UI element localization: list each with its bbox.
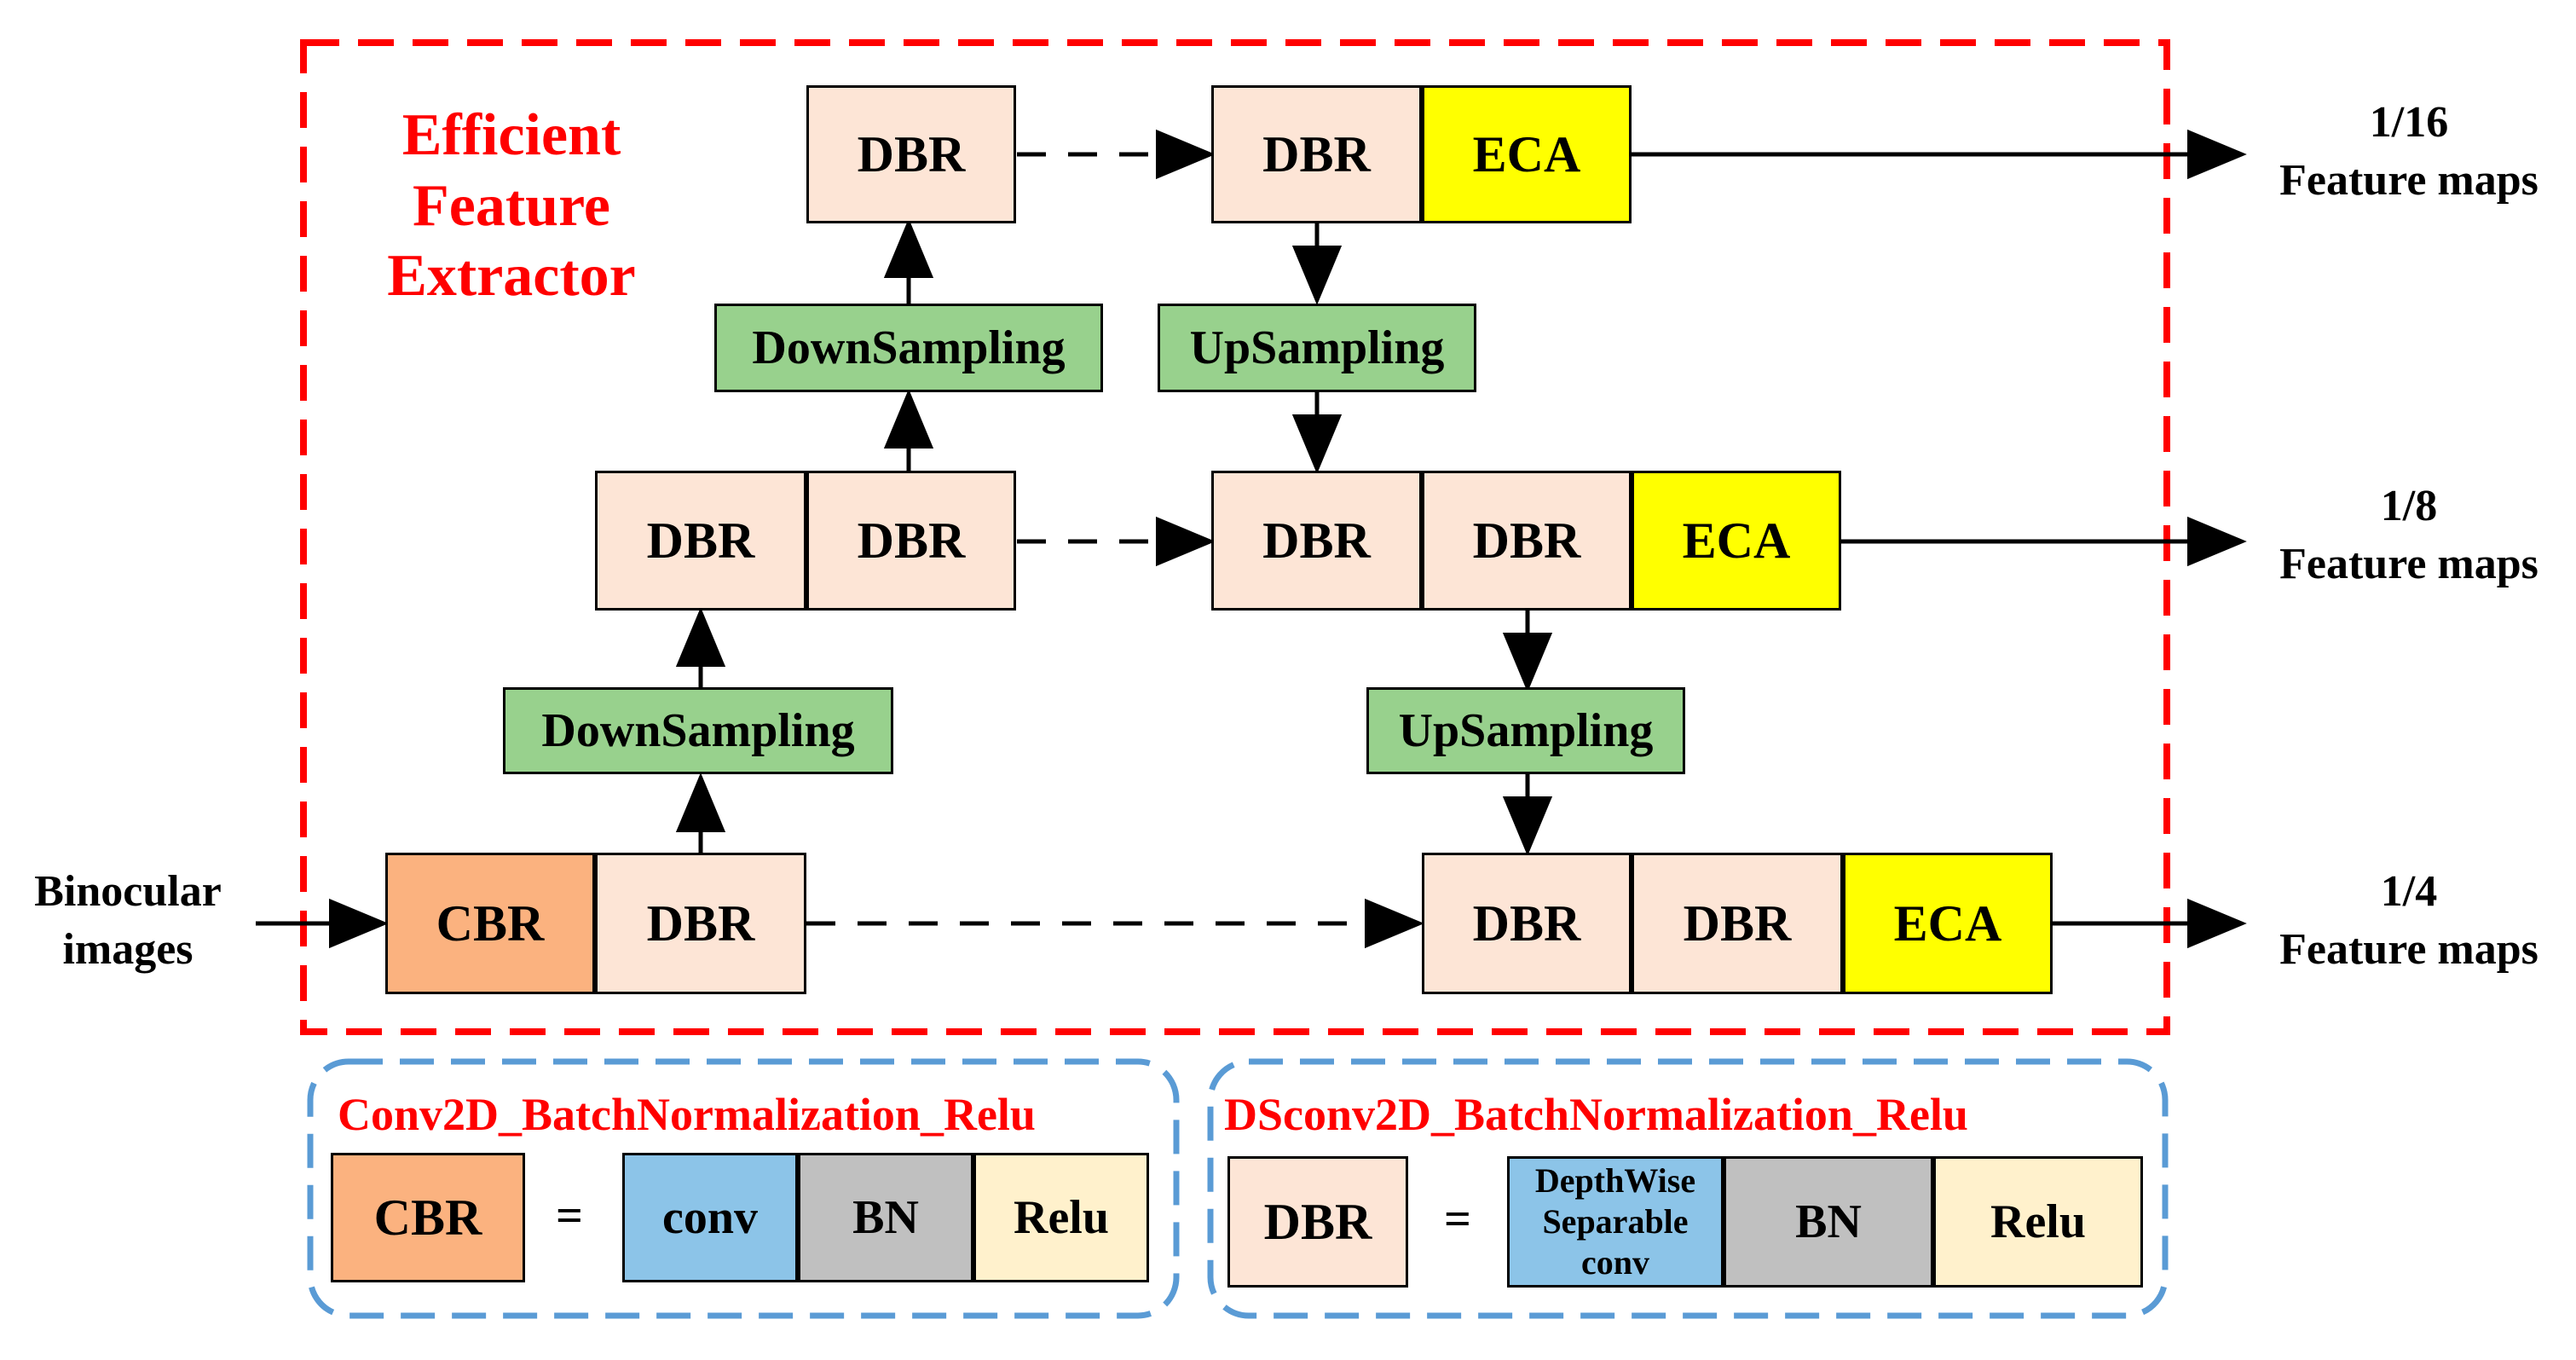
legend-relu-block-dbr: Relu	[1933, 1156, 2143, 1288]
output-text-8: Feature maps	[2279, 539, 2538, 588]
output-scale-8: 1/8	[2380, 482, 2438, 530]
legend-dbr-block: DBR	[1227, 1156, 1408, 1288]
dbr-block-r16-left: DBR	[806, 85, 1016, 223]
dbr-block-r8-1: DBR	[595, 471, 806, 611]
eca-block-r8: ECA	[1632, 471, 1841, 611]
eca-block-r4: ECA	[1843, 853, 2053, 994]
legend-bn-block-dbr: BN	[1724, 1156, 1933, 1288]
title-line-3: Extractor	[387, 243, 636, 310]
input-label: Binocular images	[0, 863, 256, 978]
cbr-legend-title: Conv2D_BatchNormalization_Relu	[338, 1089, 1036, 1140]
output-label-8: 1/8 Feature maps	[2242, 477, 2576, 593]
feature-extractor-border	[300, 39, 2170, 1035]
dbr-block-r4-1: DBR	[595, 853, 806, 994]
cbr-legend-border	[307, 1058, 1180, 1319]
dbr-block-r16-right: DBR	[1211, 85, 1422, 223]
dbr-legend-border	[1207, 1058, 2169, 1319]
output-label-4: 1/4 Feature maps	[2242, 863, 2576, 978]
cbr-block-input: CBR	[385, 853, 595, 994]
output-text-4: Feature maps	[2279, 924, 2538, 974]
downsampling-block-2: DownSampling	[714, 304, 1103, 392]
legend-bn-block-cbr: BN	[798, 1153, 973, 1282]
output-text-16: Feature maps	[2279, 155, 2538, 205]
output-scale-16: 1/16	[2369, 98, 2449, 147]
dbr-block-r8-2: DBR	[806, 471, 1016, 611]
dwconv-line-1: DepthWise	[1534, 1161, 1696, 1200]
dwconv-line-2: Separable	[1542, 1202, 1689, 1241]
title-line-1: Efficient	[401, 102, 621, 168]
dbr-block-r8-4: DBR	[1422, 471, 1632, 611]
output-scale-4: 1/4	[2380, 867, 2438, 916]
dbr-block-r8-3: DBR	[1211, 471, 1422, 611]
legend-conv-block: conv	[622, 1153, 798, 1282]
dbr-block-r4-2: DBR	[1422, 853, 1632, 994]
eca-block-r16: ECA	[1422, 85, 1632, 223]
dbr-block-r4-3: DBR	[1632, 853, 1843, 994]
input-label-line-1: Binocular	[34, 867, 222, 916]
title-line-2: Feature	[413, 172, 610, 239]
dbr-legend-equals: =	[1444, 1193, 1471, 1246]
upsampling-block-1: UpSampling	[1158, 304, 1476, 392]
legend-cbr-block: CBR	[331, 1153, 525, 1282]
input-label-line-2: images	[62, 924, 193, 974]
legend-relu-block-cbr: Relu	[973, 1153, 1149, 1282]
extractor-title: Efficient Feature Extractor	[358, 101, 665, 312]
cbr-legend-equals: =	[556, 1189, 583, 1242]
downsampling-block-1: DownSampling	[503, 687, 893, 774]
dbr-legend-title: DSconv2D_BatchNormalization_Relu	[1224, 1089, 1968, 1140]
legend-dwconv-block: DepthWise Separable conv	[1507, 1156, 1724, 1288]
dwconv-line-3: conv	[1581, 1243, 1649, 1282]
upsampling-block-2: UpSampling	[1366, 687, 1685, 774]
output-label-16: 1/16 Feature maps	[2242, 94, 2576, 209]
